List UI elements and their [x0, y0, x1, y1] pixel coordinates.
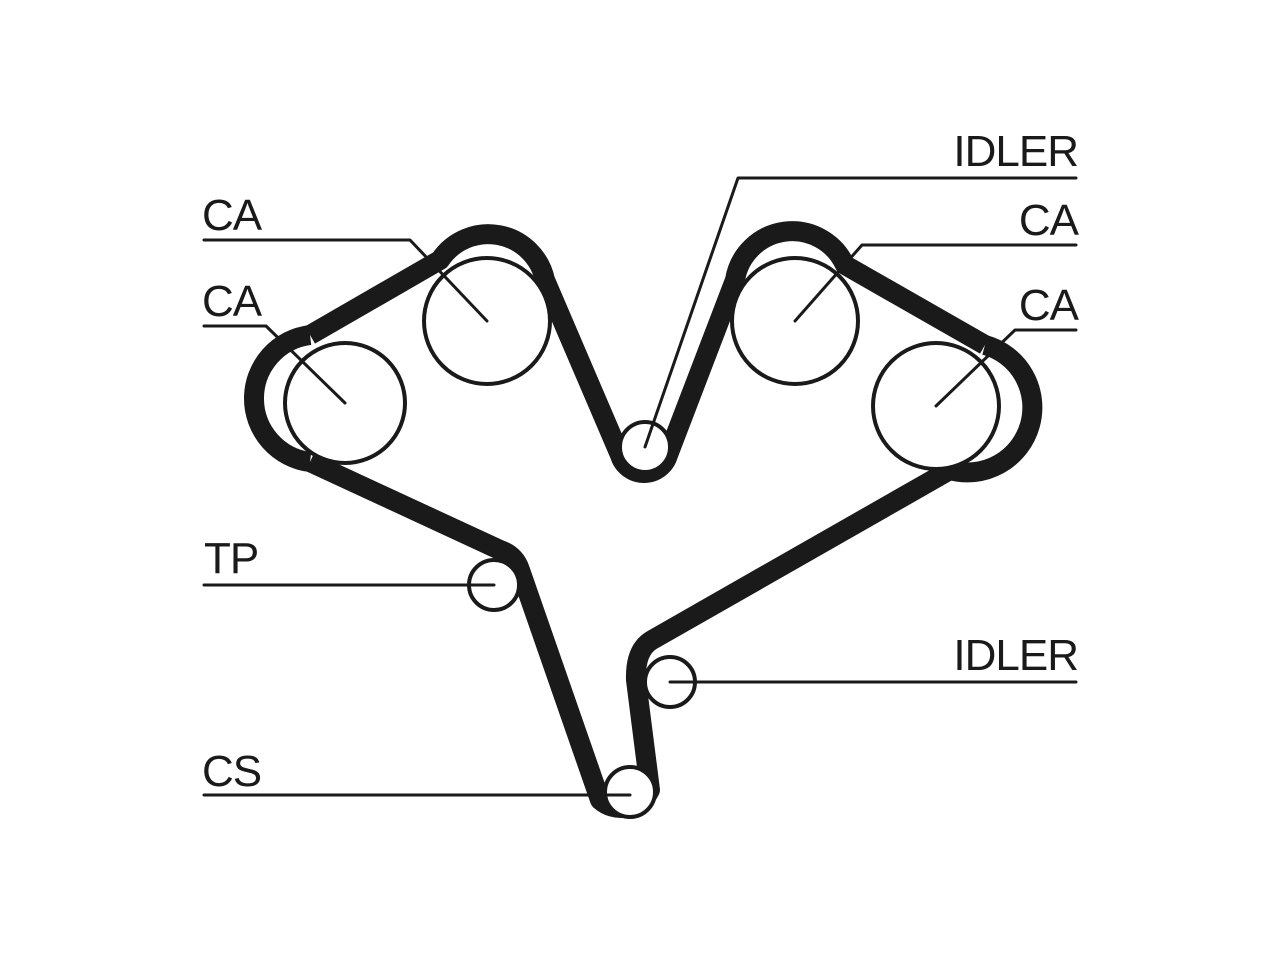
- label-ca-mid-left: CA: [202, 277, 263, 326]
- leader-ca-mid-right: [934, 328, 1078, 408]
- label-tp: TP: [204, 534, 258, 583]
- label-cs: CS: [202, 747, 261, 796]
- leader-ca-top-right: [793, 243, 1078, 323]
- label-ca-top-left: CA: [202, 191, 263, 240]
- label-ca-mid-right: CA: [1019, 281, 1080, 330]
- label-idler-top: IDLER: [953, 127, 1078, 176]
- leader-idler-top: [643, 176, 1078, 449]
- leader-ca-top-left: [202, 238, 489, 323]
- label-idler-bottom: IDLER: [953, 631, 1078, 680]
- belt-segment-right-outer: [305, 335, 1043, 819]
- label-ca-top-right: CA: [1019, 196, 1080, 245]
- timing-belt: [243, 221, 1043, 819]
- crankshaft-pulley: [603, 765, 657, 819]
- leader-ca-mid-left: [202, 324, 347, 405]
